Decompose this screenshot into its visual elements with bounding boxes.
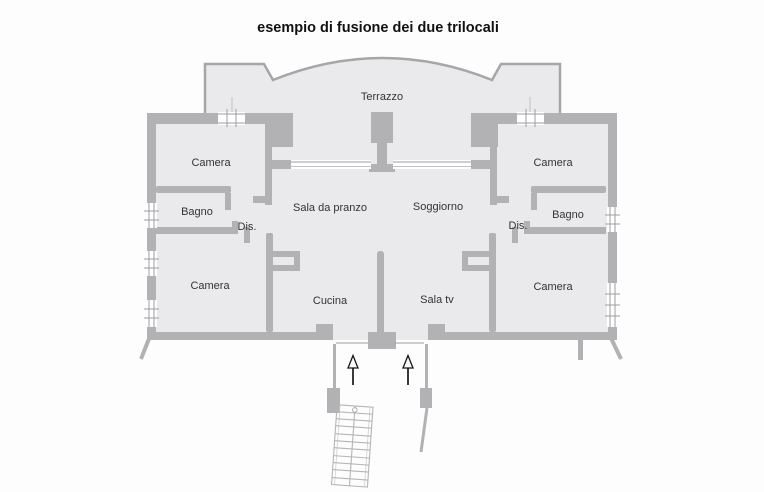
page-title: esempio di fusione dei due trilocali [257,20,499,36]
terrace-pillar-center [371,112,393,143]
wall-segment [489,233,496,332]
room-label-sala-tv: Sala tv [420,294,454,306]
wall-segment [471,160,491,169]
wall-segment [531,186,606,193]
vestibule-pier [327,388,340,413]
stair-start-marker [352,407,358,413]
wall-segment [377,143,387,166]
wall-segment [428,324,445,334]
room-label-soggiorno: Soggiorno [413,201,463,213]
wall-segment [462,257,468,271]
interior-walls-left [156,124,300,332]
wall-segment [244,227,250,243]
wall-segment [512,227,518,243]
wall-segment [497,196,509,203]
window [146,203,157,228]
vestibule-wall [425,344,428,388]
room-label-terrazzo: Terrazzo [361,91,403,103]
vestibule-wall [333,344,336,388]
room-label-camera-bl: Camera [190,280,230,292]
room-label-camera-tl: Camera [191,157,231,169]
room-label-camera-tr: Camera [533,157,573,169]
wall-segment [468,265,489,271]
interior-walls-right [368,124,606,349]
room-label-bagno-left: Bagno [181,206,213,218]
wall-segment [428,332,617,340]
staircase [330,404,374,488]
wall-cucina-salatv [377,251,384,341]
wall-segment [271,160,291,169]
glass-door [393,160,471,169]
glass-door [291,160,371,169]
corner-wall-stub-left [139,335,152,360]
wall-segment [265,124,272,205]
wall-segment [369,164,395,172]
windows [144,97,620,327]
wall-segment [273,265,294,271]
wall-segment [462,251,489,257]
wall-segment [232,221,238,228]
wall-segment [490,124,497,205]
wall-segment [156,227,238,234]
wall-segment [273,251,300,257]
window [517,112,544,125]
corner-wall-stub-right [608,335,623,360]
room-label-dis-left: Dis. [238,221,257,233]
room-label-bagno-right: Bagno [552,209,584,221]
terrace-parapet [203,56,562,116]
window [607,207,618,232]
entrance-arrow-icon [402,353,414,385]
wall-segment [253,196,265,203]
wall-segment [524,221,530,228]
wall-segment [368,332,396,349]
entrance [327,342,432,453]
wall-segment [266,233,273,332]
window [218,112,245,125]
door-leaf [419,407,429,453]
room-label-camera-br: Camera [533,281,573,293]
room-label-sala-da-pranzo: Sala da pranzo [293,202,367,214]
entrance-arrow-icon [347,353,359,385]
wall-segment [316,324,333,334]
wall-segment [225,193,231,210]
room-label-cucina: Cucina [313,295,348,307]
window [146,251,157,276]
wall-segment [156,186,231,193]
wall-segment [294,257,300,271]
terrace-glass-doors [291,160,471,169]
wall-segment [531,193,537,210]
wall-stub [578,340,583,360]
wall-segment [147,332,333,340]
vestibule-pier [420,388,432,408]
room-label-dis-right: Dis. [509,220,528,232]
wall-segment [524,227,606,234]
window [146,300,157,327]
